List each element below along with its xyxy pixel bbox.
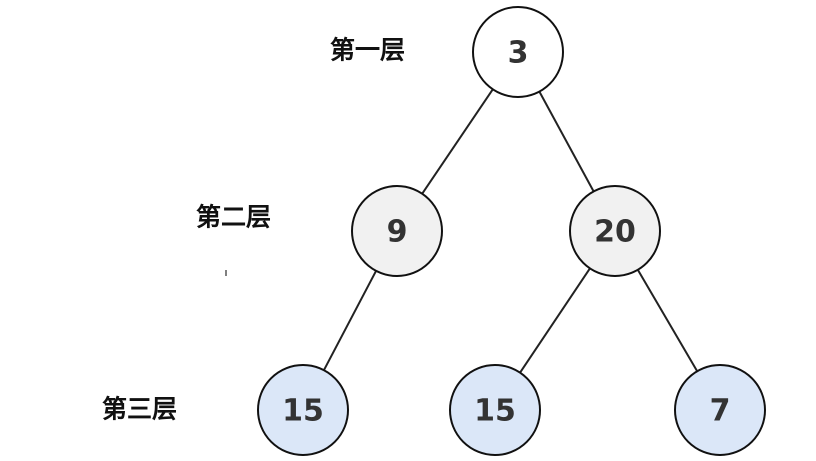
node-value: 9 [387, 215, 408, 250]
tree-node: 15 [257, 364, 349, 456]
node-value: 3 [508, 36, 529, 71]
node-circle [674, 364, 766, 456]
node-value: 7 [710, 394, 731, 429]
nodes-layer: 3 9 20 15 15 7 [257, 6, 766, 456]
node-circle [569, 185, 661, 277]
node-circle [449, 364, 541, 456]
tree-node: 9 [351, 185, 443, 277]
node-circle [351, 185, 443, 277]
node-value: 20 [594, 215, 636, 250]
node-circle [472, 6, 564, 98]
tree-node: 3 [472, 6, 564, 98]
edge-n3-n5 [519, 267, 591, 374]
edge-n3-n6 [636, 269, 699, 372]
level-label-third: 第三层 [102, 395, 177, 424]
level-labels: 第一层 第二层 第三层 [102, 36, 405, 424]
level-label-second: 第二层 [196, 203, 271, 232]
tree-node: 15 [449, 364, 541, 456]
tree-node: 20 [569, 185, 661, 277]
node-value: 15 [474, 394, 516, 429]
node-value: 15 [282, 394, 324, 429]
level-label-first: 第一层 [330, 36, 405, 65]
edge-n1-n3 [538, 91, 595, 192]
tree-node: 7 [674, 364, 766, 456]
edges-layer [323, 88, 699, 374]
edge-n2-n4 [323, 270, 377, 371]
node-circle [257, 364, 349, 456]
edge-n1-n2 [421, 88, 494, 195]
